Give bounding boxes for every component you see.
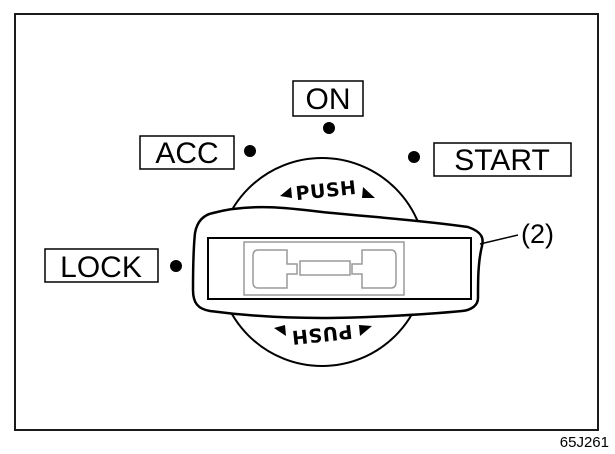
figure-code: 65J261 [559,434,609,451]
knob-handle [191,205,484,320]
on-label-box [292,80,364,117]
key-slot-center [299,260,351,276]
push-bottom-right-arrow [359,325,372,336]
start-label-box [433,142,572,177]
callout-label: (2) [521,219,554,249]
lock-position-dot [170,260,182,272]
acc-label: ACC [155,137,218,170]
lock-label: LOCK [60,251,142,284]
push-top-right-arrow [362,187,375,198]
key-slot-inner-left [252,249,298,289]
start-position-dot [408,151,420,163]
callout-leader-line [479,234,519,245]
acc-label-box [139,135,235,170]
start-label: START [454,144,550,177]
key-slot-outer [243,241,405,296]
on-label: ON [306,83,351,116]
key-slot-inner-right [351,249,397,289]
push-top-left-arrow [280,187,292,198]
lock-label-box [44,248,159,283]
knob-inner-frame [207,237,472,300]
on-position-dot [323,122,335,134]
push-bottom-left-arrow [274,325,286,336]
acc-position-dot [244,145,256,157]
